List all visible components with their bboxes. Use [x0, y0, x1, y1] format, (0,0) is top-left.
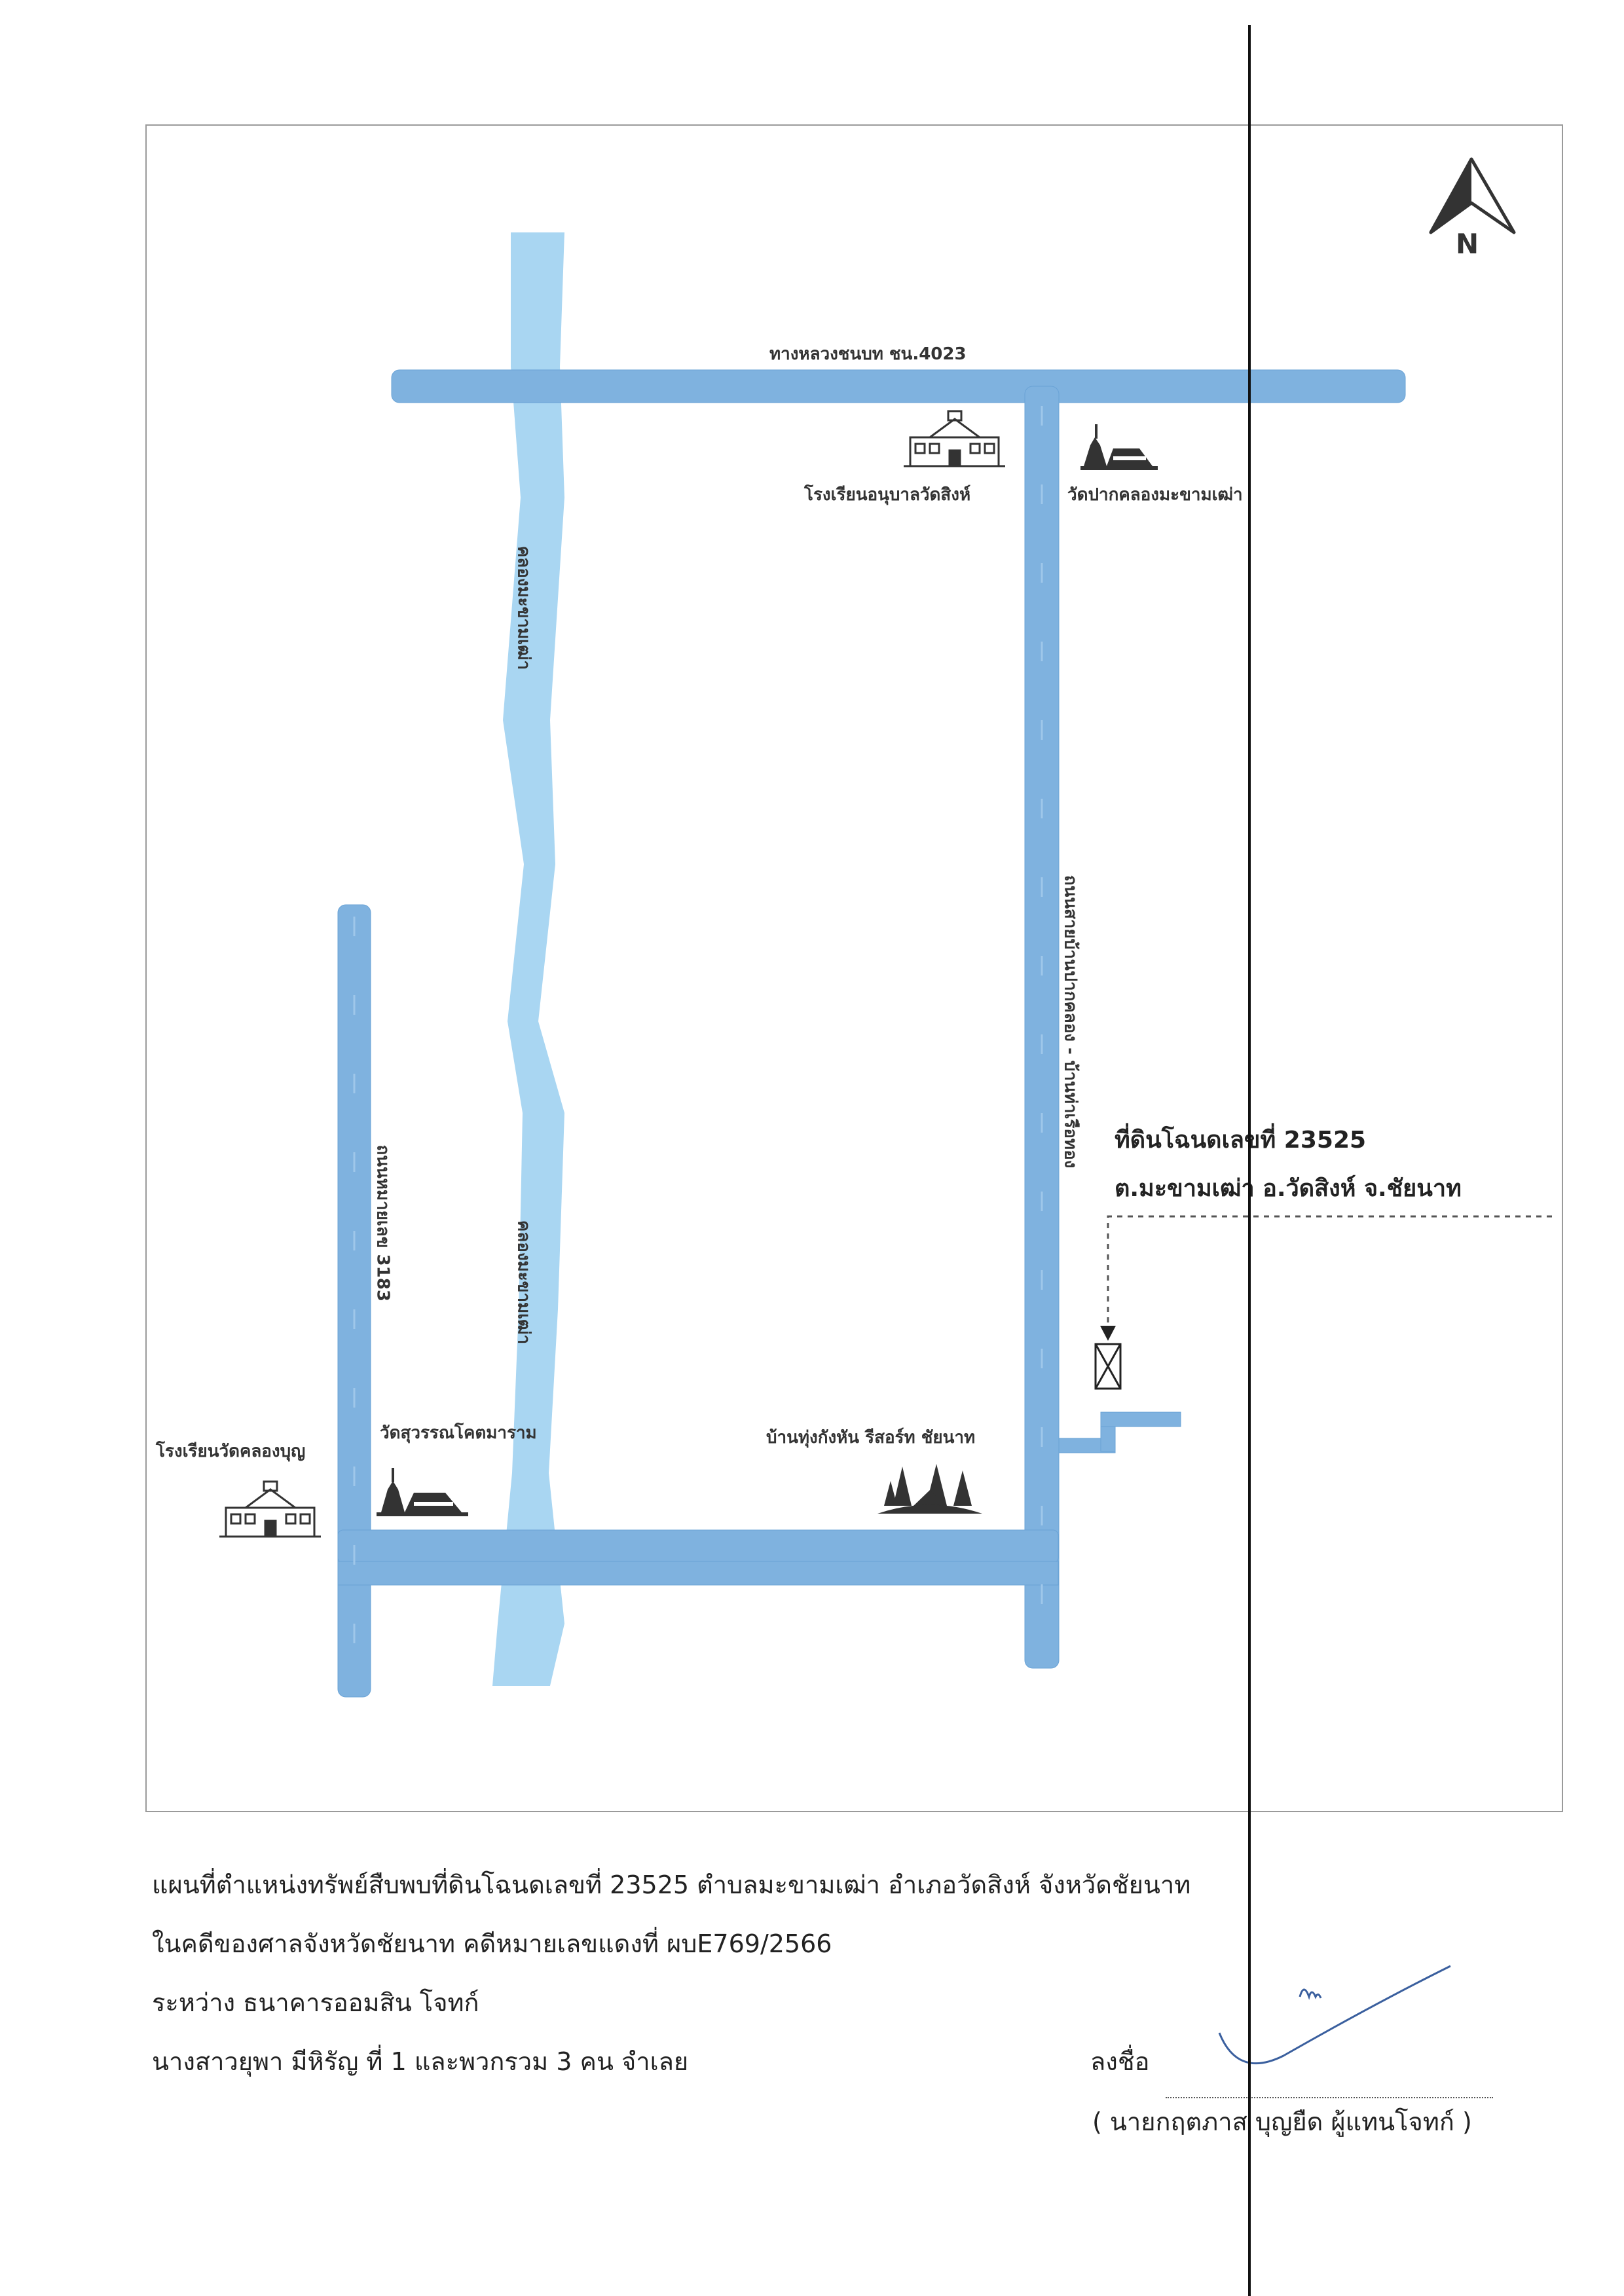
- label-school-left: โรงเรียนวัดคลองบุญ: [156, 1442, 306, 1461]
- label-right-road: ถนนสายบ้านปากคลอง - บ้านท่าเรือทอง: [1060, 875, 1080, 1169]
- label-canal-lower: คลองมะขามเฒ่า: [513, 1220, 534, 1345]
- canal-shape: [492, 232, 564, 1686]
- label-temple-bottom: วัดสุวรรณโคตมาราม: [380, 1423, 537, 1443]
- caption-line3: ระหว่าง ธนาคารออมสิน โจทก์: [152, 1988, 479, 2017]
- label-canal-upper: คลองมะขามเฒ่า: [513, 545, 534, 670]
- plot-title-line1: ที่ดินโฉนดเลขที่ 23525: [1115, 1127, 1367, 1154]
- scan-line: [1248, 25, 1251, 2296]
- label-top-road: ทางหลวงชนบท ชน.4023: [769, 344, 967, 364]
- road-branch-top: [1100, 1412, 1181, 1427]
- plot-arrow-icon: [1100, 1326, 1116, 1341]
- sign-label: ลงชื่อ: [1090, 2047, 1150, 2076]
- road-top: [391, 369, 1406, 403]
- plot-leader-line: [1107, 1215, 1552, 1329]
- road-bottom: [337, 1529, 1059, 1563]
- signature-icon: [1218, 1965, 1451, 2065]
- road-bottom-lane: [337, 1561, 1059, 1586]
- caption-line2: ในคดีของศาลจังหวัดชัยนาท คดีหมายเลขแดงที…: [152, 1929, 832, 1958]
- signer-name: ( นายกฤตภาส บุญยืด ผู้แทนโจทก์ ): [1092, 2107, 1472, 2136]
- temple-icon: [1080, 424, 1158, 470]
- school-icon-left: [219, 1480, 321, 1538]
- caption-line1: แผนที่ตำแหน่งทรัพย์สืบพบที่ดินโฉนดเลขที่…: [152, 1870, 1191, 1899]
- road-left: [337, 904, 371, 1698]
- caption-line4: นางสาวยุพา มีหิรัญ ที่ 1 และพวกรวม 3 คน …: [152, 2047, 689, 2076]
- label-school-top: โรงเรียนอนุบาลวัดสิงห์: [804, 485, 971, 505]
- label-left-road: ถนนหมายเลข 3183: [373, 1144, 393, 1302]
- school-icon: [904, 410, 1005, 467]
- map-frame: [145, 124, 1563, 1812]
- north-arrow-icon: [1429, 157, 1516, 234]
- resort-icon: [877, 1464, 982, 1514]
- temple-icon-bottom: [377, 1468, 468, 1516]
- road-right: [1024, 386, 1060, 1669]
- signature-line: [1166, 2097, 1493, 2098]
- plot-title-line2: ต.มะขามเฒ่า อ.วัดสิงห์ จ.ชัยนาท: [1115, 1175, 1462, 1202]
- north-label: N: [1456, 228, 1479, 260]
- plot-marker-icon: [1094, 1343, 1122, 1390]
- label-resort: บ้านทุ่งกังหัน รีสอร์ท ชัยนาท: [766, 1428, 976, 1448]
- label-temple-top: วัดปากคลองมะขามเฒ่า: [1067, 485, 1243, 505]
